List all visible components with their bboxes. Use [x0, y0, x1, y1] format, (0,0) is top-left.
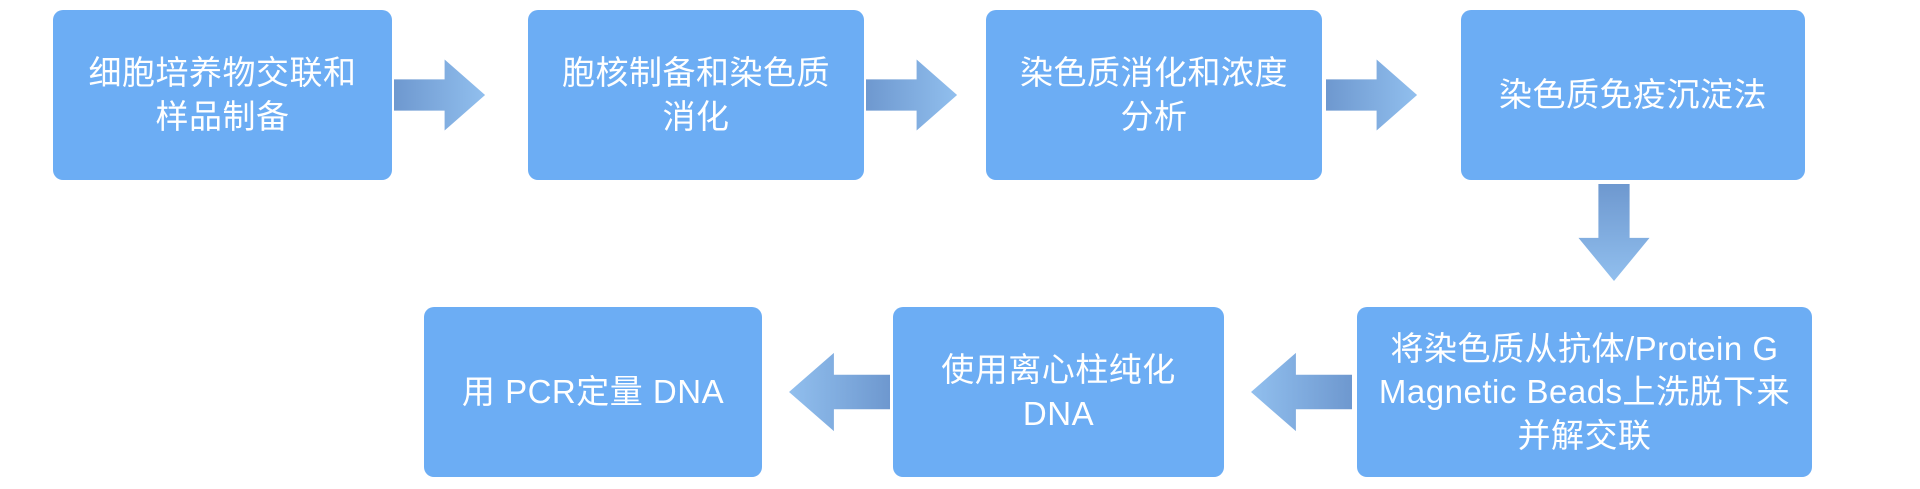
flow-step-7-label: 用 PCR定量 DNA — [461, 373, 725, 411]
flow-step-1-label: 细胞培养物交联和 样品制备 — [88, 54, 357, 135]
arrow-right-icon — [394, 59, 486, 131]
flow-step-2: 胞核制备和染色质 消化 — [528, 10, 864, 180]
flow-step-1: 细胞培养物交联和 样品制备 — [53, 10, 392, 180]
arrow-right-icon — [866, 59, 958, 131]
flow-step-4: 染色质免疫沉淀法 — [1461, 10, 1805, 180]
arrow-down-icon — [1578, 184, 1650, 282]
arrow-left-icon — [789, 352, 890, 432]
flow-step-3: 染色质消化和浓度 分析 — [986, 10, 1322, 180]
arrow-right-icon — [1326, 59, 1418, 131]
flow-step-6: 使用离心柱纯化 DNA — [893, 307, 1224, 477]
flow-step-4-label: 染色质免疫沉淀法 — [1499, 76, 1767, 114]
flow-step-5: 将染色质从抗体/Protein G Magnetic Beads上洗脱下来 并解… — [1357, 307, 1812, 477]
flow-step-7: 用 PCR定量 DNA — [424, 307, 762, 477]
flow-step-3-label: 染色质消化和浓度 分析 — [1020, 54, 1288, 135]
flow-step-5-label: 将染色质从抗体/Protein G Magnetic Beads上洗脱下来 并解… — [1378, 329, 1791, 454]
arrow-left-icon — [1251, 352, 1352, 432]
flow-step-6-label: 使用离心柱纯化 DNA — [941, 351, 1176, 432]
flow-step-2-label: 胞核制备和染色质 消化 — [562, 54, 830, 135]
